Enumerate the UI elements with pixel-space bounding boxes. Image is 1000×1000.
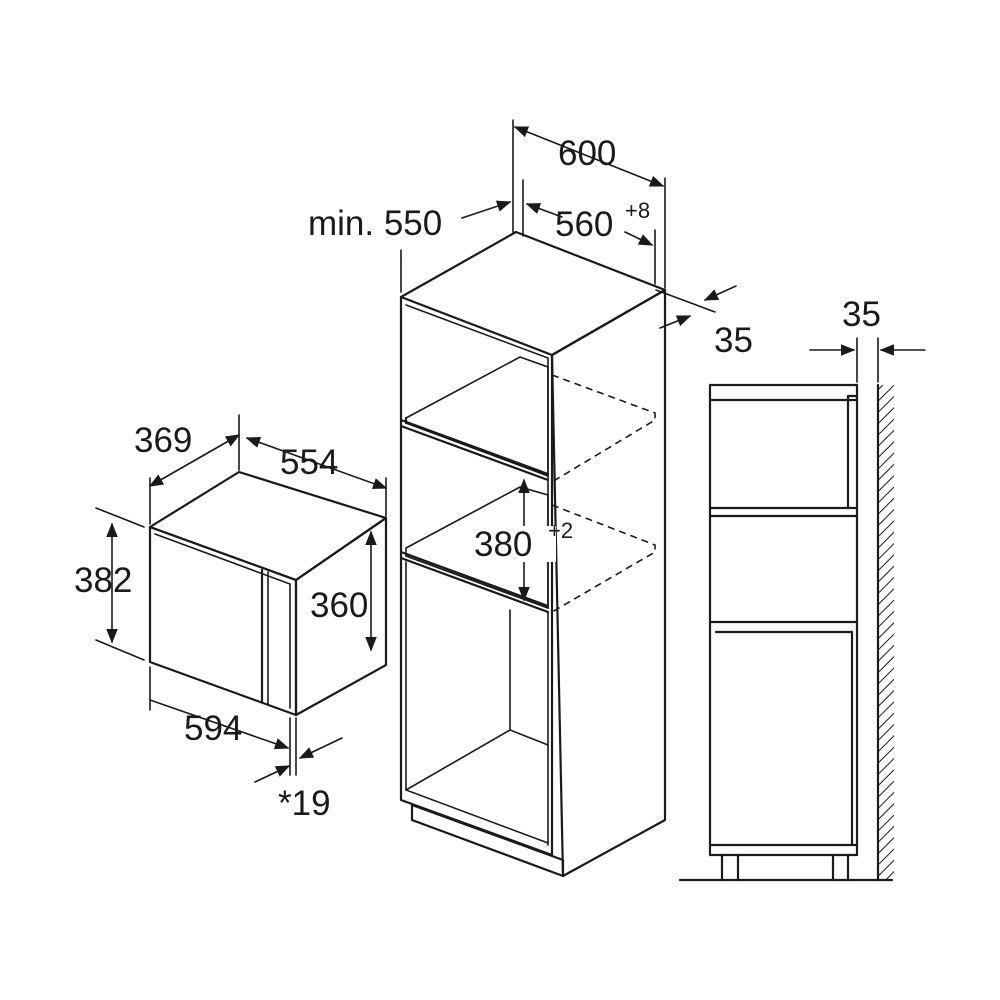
dim-device-width: 594 <box>184 709 242 748</box>
dim-niche-height-tolerance: +2 <box>548 518 573 543</box>
side-view <box>678 383 894 882</box>
dim-niche-width: 560 <box>555 205 613 244</box>
dim-device-body-height: 360 <box>310 586 368 625</box>
dim-device-depth: 369 <box>134 421 192 460</box>
dim-device-height: 382 <box>74 561 132 600</box>
dim-front-panel-thickness: *19 <box>278 784 331 823</box>
microwave-dimensions: 369 554 382 360 594 *19 <box>74 414 388 823</box>
dim-niche-height: 380 <box>474 525 532 564</box>
dim-cabinet-width: 600 <box>558 134 616 173</box>
cabinet-dimensions: 600 min. 550 560 +8 35 380 +2 <box>308 119 753 602</box>
microwave-device <box>148 470 388 717</box>
dim-niche-min-depth: min. 550 <box>308 204 442 243</box>
side-gap-dimension: 35 <box>809 295 926 383</box>
dim-device-depth-body: 554 <box>280 443 338 482</box>
dim-back-gap: 35 <box>714 321 753 360</box>
dim-side-gap: 35 <box>842 295 881 334</box>
dim-niche-width-tolerance: +8 <box>625 198 650 223</box>
